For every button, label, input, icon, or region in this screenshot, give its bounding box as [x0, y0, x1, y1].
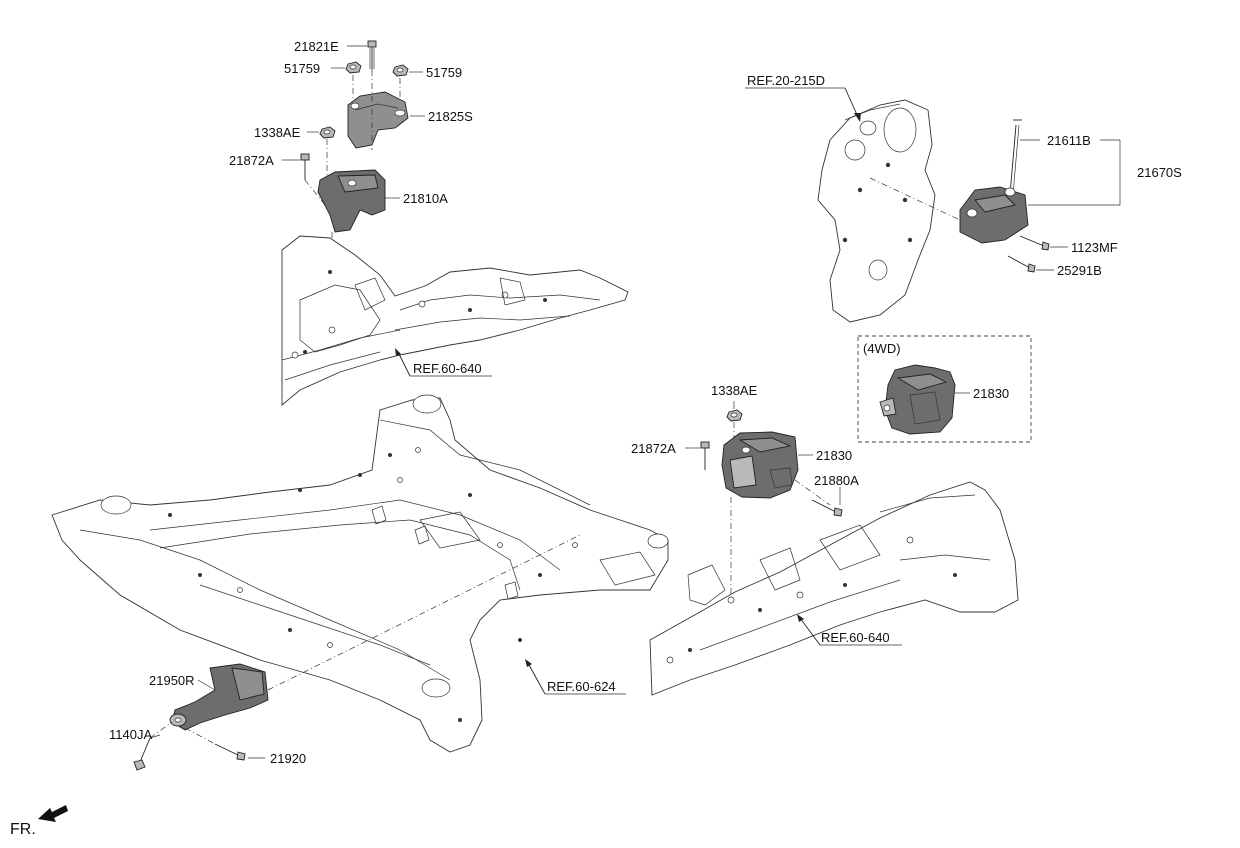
nut-1338ae-upper — [319, 126, 336, 139]
rh-mount-assembly — [282, 40, 425, 330]
label-21821e: 21821E — [294, 39, 339, 54]
label-21810a: 21810A — [403, 191, 448, 206]
label-21830: 21830 — [816, 448, 852, 463]
front-side-member-left — [281, 235, 629, 406]
label-21825s: 21825S — [428, 109, 473, 124]
label-1123mf: 1123MF — [1071, 240, 1118, 255]
label-front: FR. — [10, 821, 36, 838]
nut-1338ae-lower — [726, 409, 743, 422]
label-21920: 21920 — [270, 751, 306, 766]
label-21872a-upper: 21872A — [229, 153, 274, 168]
arrow-down-left-icon — [38, 805, 68, 822]
label-1140ja: 1140JA — [109, 727, 152, 742]
nut-51759-right — [392, 64, 409, 77]
labels: 21821E 51759 51759 21825S 1338AE 21872A … — [10, 39, 1182, 838]
label-21670s: 21670S — [1137, 165, 1182, 180]
bolt-21872a-upper — [300, 153, 310, 180]
label-21950r: 21950R — [149, 673, 195, 688]
label-21830-4wd: 21830 — [973, 386, 1009, 401]
label-21880a: 21880A — [814, 473, 859, 488]
label-ref-20-215d[interactable]: REF.20-215D — [747, 73, 825, 88]
label-51759-left: 51759 — [284, 61, 320, 76]
bolt-1140ja — [133, 737, 151, 771]
timing-cover — [817, 99, 936, 323]
option-4wd-box — [857, 335, 1032, 443]
label-21611b: 21611B — [1047, 133, 1091, 148]
label-51759-right: 51759 — [426, 65, 462, 80]
bolt-21880a — [811, 499, 843, 517]
mount-21830 — [721, 431, 799, 499]
label-21872a-lower: 21872A — [631, 441, 676, 456]
nut-51759-left — [345, 61, 362, 74]
label-4wd: (4WD) — [863, 341, 901, 356]
bolt-21821e — [367, 40, 377, 70]
label-25291b: 25291B — [1057, 263, 1102, 278]
bracket-21825s — [347, 91, 409, 149]
label-ref-60-640-right[interactable]: REF.60-640 — [821, 630, 890, 645]
roll-mount-21950r — [169, 663, 269, 731]
front-sub-frame — [51, 394, 669, 753]
label-ref-60-640-left[interactable]: REF.60-640 — [413, 361, 482, 376]
front-side-member-right — [649, 481, 1019, 696]
label-1338ae-lower: 1338AE — [711, 383, 758, 398]
bolt-21920 — [214, 743, 246, 761]
label-1338ae-upper: 1338AE — [254, 125, 301, 140]
mount-21830-4wd — [879, 364, 956, 435]
label-ref-60-624[interactable]: REF.60-624 — [547, 679, 616, 694]
bolt-21872a-lower — [700, 441, 710, 470]
lh-mount-21670s — [959, 119, 1050, 273]
mount-21810a — [317, 169, 386, 233]
